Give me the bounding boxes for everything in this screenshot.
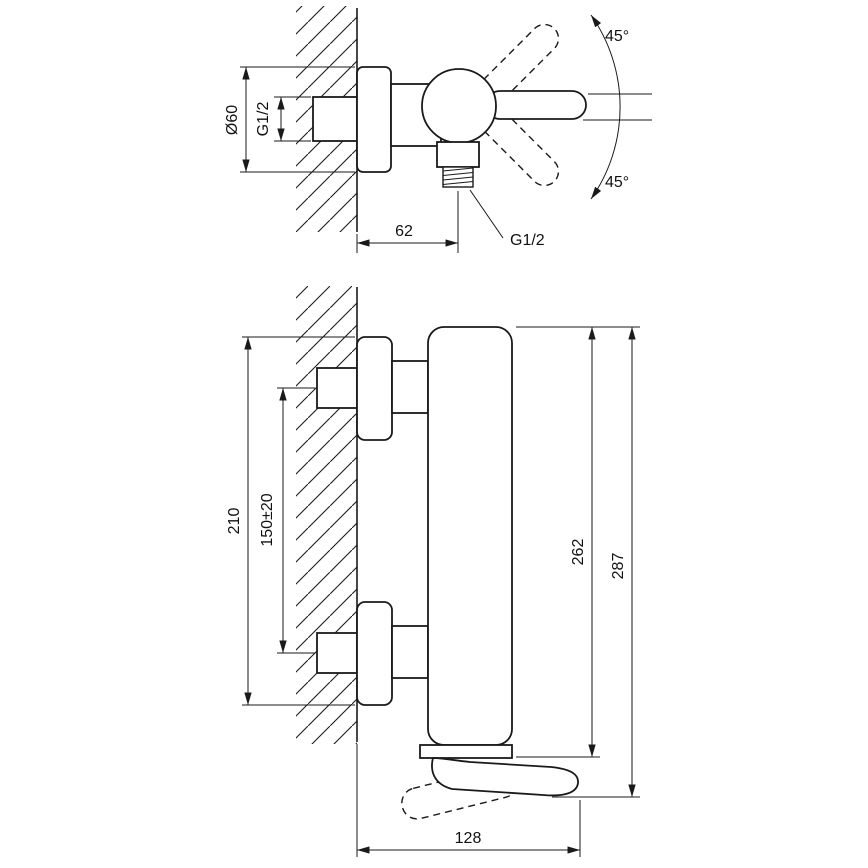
mount-neck-top: [391, 360, 429, 414]
handle-lever: [485, 90, 587, 120]
dim-body-height: 262: [516, 326, 640, 758]
dim-inlet-spacing: 150±20: [259, 387, 315, 654]
dim-mounting-span: 210: [226, 336, 355, 706]
body-collar: [419, 744, 513, 759]
leader-line: [469, 189, 504, 239]
outlet-stub: [436, 141, 480, 168]
dim-flange-diameter: Ø60: [224, 66, 355, 173]
dim-inlet-spacing-label: 150±20: [259, 493, 276, 546]
dim-body-height-label: 262: [570, 539, 587, 566]
inlet-pipe-bottom: [316, 632, 358, 674]
dim-overall-depth-label: 128: [455, 830, 482, 847]
dim-overall-depth: 128: [356, 744, 581, 857]
swing-arc: [590, 14, 621, 200]
mount-escutcheon-bottom: [356, 601, 393, 706]
outlet-thread-callout: G1/2: [469, 189, 545, 249]
handle-swing-dimension: 45° 45°: [583, 14, 652, 200]
angle-up-label: 45°: [605, 28, 629, 45]
mount-escutcheon-top: [356, 336, 393, 441]
lever-solid: [431, 757, 579, 797]
inlet-pipe: [312, 96, 358, 142]
outlet-thread-label: G1/2: [510, 232, 545, 249]
dim-overall-height-label: 287: [610, 553, 627, 580]
dim-inlet-thread-label: G1/2: [255, 102, 272, 137]
dim-mounting-span-label: 210: [226, 508, 243, 535]
inlet-pipe-top: [316, 367, 358, 409]
wall-flange: [356, 66, 392, 173]
angle-down-label: 45°: [605, 174, 629, 191]
outlet-thread: [442, 166, 474, 188]
mixer-body: [427, 326, 513, 746]
dim-wall-to-outlet-label: 62: [395, 223, 413, 240]
top-view: 45° 45° Ø60 G1/2 62 G1/2: [224, 6, 652, 253]
dim-wall-to-outlet: 62: [356, 191, 459, 253]
wall-hatching-front: [296, 286, 357, 744]
dim-overall-height: 287: [552, 327, 640, 798]
dim-flange-diameter-label: Ø60: [224, 105, 241, 135]
dim-inlet-thread: G1/2: [255, 96, 311, 142]
mount-neck-bottom: [391, 625, 429, 679]
valve-body: [421, 68, 497, 144]
front-view: 210 150±20 262 287 128: [226, 286, 640, 857]
